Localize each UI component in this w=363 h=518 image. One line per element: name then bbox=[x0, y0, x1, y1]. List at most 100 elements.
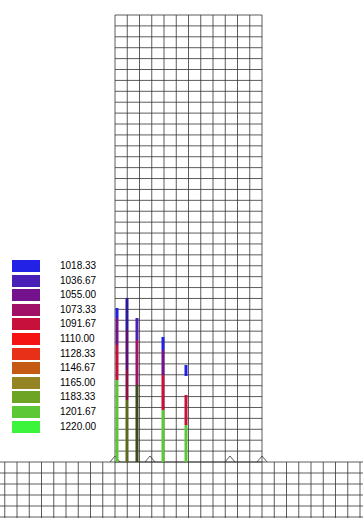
mesh-line bbox=[115, 102, 262, 103]
mesh-line bbox=[4, 462, 5, 518]
mesh-line bbox=[115, 462, 116, 518]
mesh-line bbox=[347, 462, 348, 518]
mesh-line bbox=[225, 462, 226, 518]
legend-value: 1201.67 bbox=[59, 406, 97, 418]
mesh-line bbox=[115, 200, 262, 201]
mesh-line bbox=[0, 462, 363, 463]
mesh-line bbox=[115, 298, 262, 299]
mesh-wedge bbox=[257, 456, 267, 462]
legend-value: 1128.33 bbox=[59, 348, 96, 360]
mesh-line bbox=[115, 276, 262, 277]
mesh-line bbox=[115, 58, 262, 59]
mesh-line bbox=[102, 462, 103, 518]
mesh-line bbox=[115, 91, 262, 92]
mesh-line bbox=[225, 15, 226, 462]
mesh-line bbox=[188, 15, 189, 462]
mesh-line bbox=[115, 145, 262, 146]
mesh-line bbox=[200, 462, 201, 518]
legend-swatch bbox=[12, 304, 40, 316]
crack-bar bbox=[136, 318, 139, 340]
mesh-line bbox=[115, 254, 262, 255]
legend-value: 1073.33 bbox=[59, 304, 97, 316]
mesh-line bbox=[115, 113, 262, 114]
legend-value: 1165.00 bbox=[59, 377, 96, 389]
legend-swatch bbox=[12, 275, 40, 287]
mesh-line bbox=[115, 211, 262, 212]
legend-swatch bbox=[12, 318, 40, 330]
legend-value: 1110.00 bbox=[59, 333, 96, 345]
mesh-line bbox=[176, 462, 177, 518]
mesh-line bbox=[286, 462, 287, 518]
legend-value: 1055.00 bbox=[59, 289, 97, 301]
mesh-line bbox=[176, 15, 177, 462]
mesh-line bbox=[115, 47, 262, 48]
mesh-line bbox=[200, 15, 201, 462]
legend-swatch bbox=[12, 391, 40, 403]
mesh-line bbox=[0, 484, 363, 485]
mesh-line bbox=[115, 15, 116, 462]
mesh-line bbox=[78, 462, 79, 518]
mesh-line bbox=[115, 134, 262, 135]
mesh-line bbox=[115, 80, 262, 81]
crack-bar bbox=[162, 350, 165, 375]
mesh-line bbox=[115, 156, 262, 157]
mesh-line bbox=[115, 265, 262, 266]
mesh-line bbox=[237, 15, 238, 462]
mesh-line bbox=[249, 462, 250, 518]
mesh-line bbox=[115, 15, 262, 16]
mesh-line bbox=[213, 15, 214, 462]
crack-bar bbox=[116, 345, 119, 380]
mesh-line bbox=[53, 462, 54, 518]
mesh-line bbox=[115, 243, 262, 244]
mesh-line bbox=[90, 462, 91, 518]
mesh-line bbox=[66, 462, 67, 518]
mesh-line bbox=[151, 15, 152, 462]
legend-swatch bbox=[12, 406, 40, 418]
legend-value: 1220.00 bbox=[59, 421, 97, 433]
mesh-line bbox=[188, 462, 189, 518]
legend-value: 1036.67 bbox=[59, 275, 97, 287]
mesh-wedge bbox=[145, 456, 155, 462]
mesh-wedge bbox=[225, 456, 235, 462]
crack-bar bbox=[136, 340, 139, 385]
mesh-line bbox=[127, 462, 128, 518]
legend-value: 1146.67 bbox=[59, 362, 96, 374]
crack-bar bbox=[126, 400, 129, 462]
crack-bar bbox=[162, 337, 165, 350]
mesh-line bbox=[115, 124, 262, 125]
mesh-line bbox=[151, 462, 152, 518]
mesh-line bbox=[0, 473, 363, 474]
mesh-line bbox=[249, 15, 250, 462]
legend-swatch bbox=[12, 333, 40, 345]
mesh-line bbox=[360, 462, 361, 518]
legend-swatch bbox=[12, 289, 40, 301]
mesh-line bbox=[323, 462, 324, 518]
mesh-line bbox=[115, 178, 262, 179]
mesh-line bbox=[262, 15, 263, 462]
mesh-line bbox=[0, 517, 363, 518]
crack-bar bbox=[185, 365, 188, 376]
mesh-line bbox=[139, 462, 140, 518]
mesh-line bbox=[262, 462, 263, 518]
mesh-line bbox=[115, 25, 262, 26]
crack-bar bbox=[116, 318, 119, 345]
mesh-line bbox=[115, 233, 262, 234]
mesh-line bbox=[298, 462, 299, 518]
mesh-line bbox=[115, 287, 262, 288]
crack-bar bbox=[126, 370, 129, 400]
crack-bar bbox=[116, 308, 119, 318]
mesh-line bbox=[139, 15, 140, 462]
crack-bar bbox=[126, 330, 129, 370]
mesh-line bbox=[311, 462, 312, 518]
mesh-line bbox=[237, 462, 238, 518]
legend-swatch bbox=[12, 348, 40, 360]
crack-bar bbox=[162, 375, 165, 410]
mesh-line bbox=[29, 462, 30, 518]
crack-bar bbox=[136, 385, 139, 462]
mesh-line bbox=[335, 462, 336, 518]
crack-bar bbox=[162, 410, 165, 462]
mesh-line bbox=[115, 167, 262, 168]
mesh-line bbox=[17, 462, 18, 518]
